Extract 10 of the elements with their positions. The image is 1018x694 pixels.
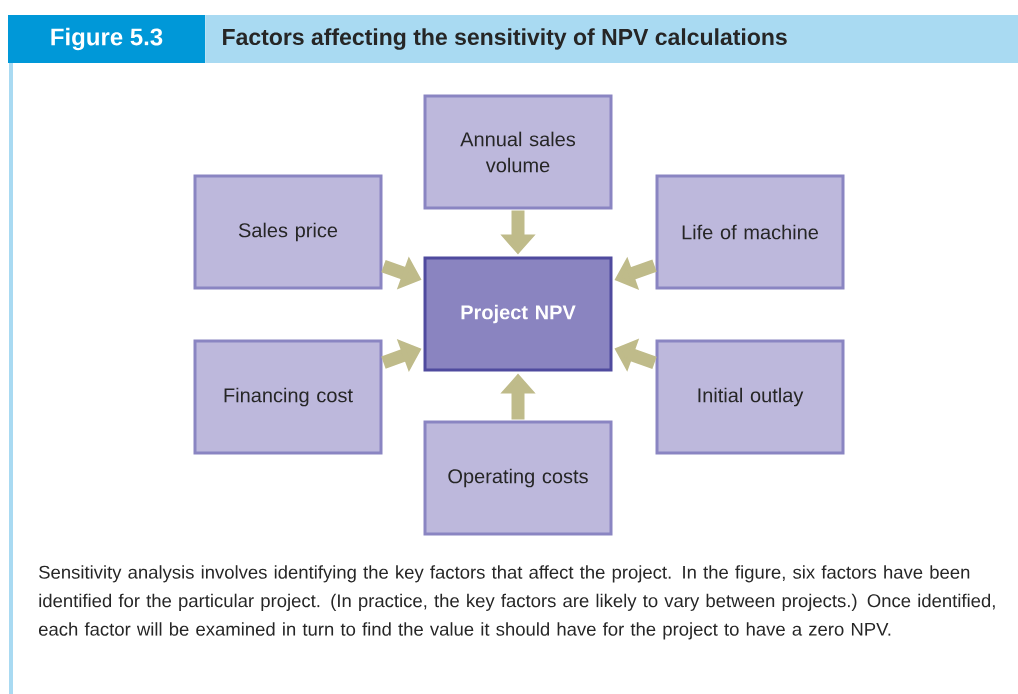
caption: Sensitivity analysis involves identifying the key factors that affect the project. In the figure, six factors have been identified for the particular project. (In practice, the key factors are likely to vary between projects.) Once identified, each factor will be examined in turn to find the value it should have for the project to have a zero NPV. — [39, 565, 995, 640]
factor-box: Initial outlay — [655, 339, 845, 455]
factor-box: Operating costs — [423, 420, 613, 536]
factor-box: Annual sales volume — [423, 94, 613, 210]
figure-number: Figure 5.3 — [8, 15, 205, 63]
title: Factors affecting the sensitivity of NPV calculations — [223, 28, 787, 50]
factor-box: Life of machine — [655, 174, 845, 290]
factor-box: Sales price — [193, 174, 383, 290]
result-box: Project NPV — [423, 256, 613, 372]
factor-box: Financing cost — [193, 339, 383, 455]
